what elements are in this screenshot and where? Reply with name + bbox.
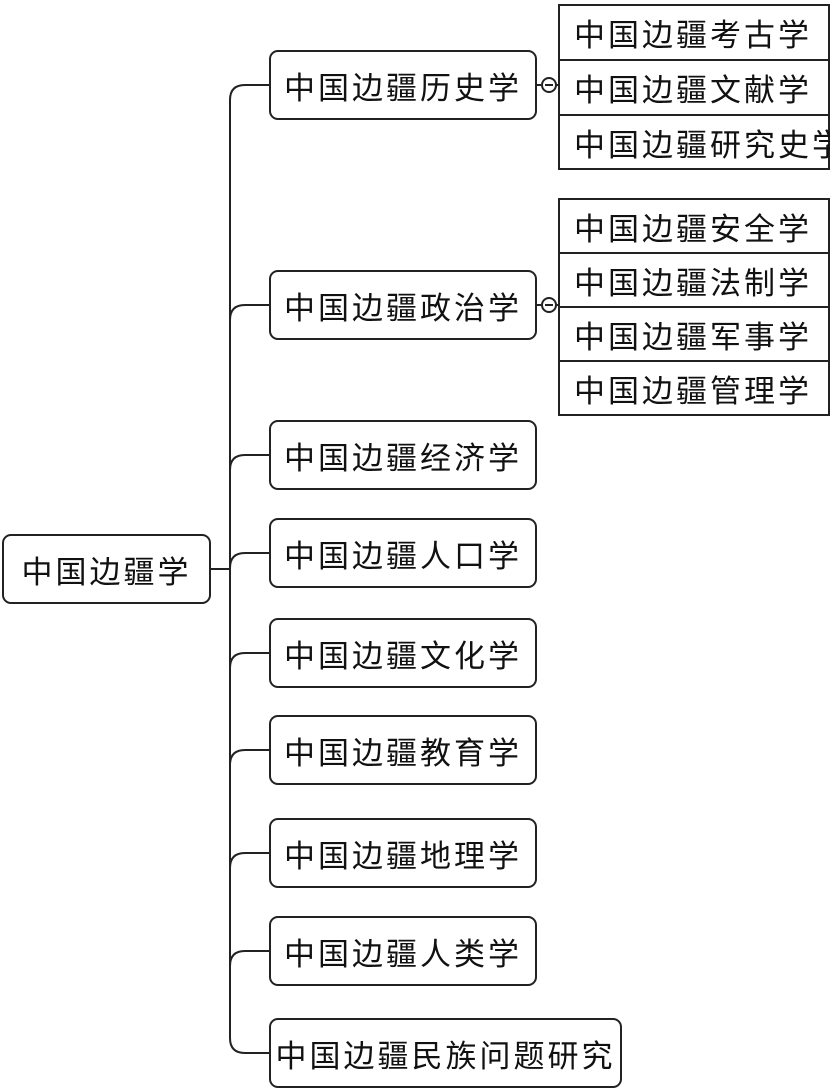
leaf-node-label: 中国边疆研究史学	[574, 127, 830, 164]
leaf-node-label: 中国边疆考古学	[574, 18, 812, 54]
leaf-node-label: 中国边疆管理学	[574, 373, 812, 410]
branch-node-label: 中国边疆历史学	[284, 70, 522, 107]
leaf-node-archaeology[interactable]: 中国边疆考古学	[558, 4, 830, 61]
branch-node-population[interactable]: 中国边疆人口学	[269, 518, 537, 588]
branch-node-ethnic-issues[interactable]: 中国边疆民族问题研究	[269, 1018, 622, 1088]
root-node-label: 中国边疆学	[21, 554, 192, 591]
leaf-node-security[interactable]: 中国边疆安全学	[558, 198, 830, 254]
leaf-node-research-history[interactable]: 中国边疆研究史学	[558, 114, 830, 170]
leaf-node-documents[interactable]: 中国边疆文献学	[558, 59, 830, 116]
minus-icon	[545, 304, 553, 306]
branch-node-education[interactable]: 中国边疆教育学	[269, 715, 537, 785]
branch-node-label: 中国边疆经济学	[284, 440, 522, 477]
leaf-node-label: 中国边疆文献学	[574, 73, 812, 109]
branch-node-label: 中国边疆民族问题研究	[275, 1038, 616, 1075]
branch-node-label: 中国边疆人口学	[284, 538, 522, 575]
collapse-toggle-politics[interactable]	[541, 297, 557, 313]
leaf-node-label: 中国边疆军事学	[574, 319, 812, 356]
leaf-node-management[interactable]: 中国边疆管理学	[558, 360, 830, 416]
branch-node-economics[interactable]: 中国边疆经济学	[269, 420, 537, 490]
root-node[interactable]: 中国边疆学	[2, 534, 211, 604]
branch-node-politics[interactable]: 中国边疆政治学	[269, 270, 537, 340]
leaf-node-label: 中国边疆法制学	[574, 265, 812, 302]
branch-node-culture[interactable]: 中国边疆文化学	[269, 618, 537, 688]
branch-node-label: 中国边疆人类学	[284, 936, 522, 973]
branch-node-anthropology[interactable]: 中国边疆人类学	[269, 916, 537, 986]
minus-icon	[545, 84, 553, 86]
leaf-node-label: 中国边疆安全学	[574, 211, 812, 248]
branch-node-history[interactable]: 中国边疆历史学	[269, 50, 537, 120]
leaf-node-military[interactable]: 中国边疆军事学	[558, 306, 830, 362]
branch-node-label: 中国边疆教育学	[284, 735, 522, 772]
branch-node-label: 中国边疆地理学	[284, 838, 522, 875]
leaf-node-legal[interactable]: 中国边疆法制学	[558, 252, 830, 308]
branch-node-geography[interactable]: 中国边疆地理学	[269, 818, 537, 888]
collapse-toggle-history[interactable]	[541, 77, 557, 93]
branch-node-label: 中国边疆文化学	[284, 638, 522, 675]
branch-node-label: 中国边疆政治学	[284, 290, 522, 327]
